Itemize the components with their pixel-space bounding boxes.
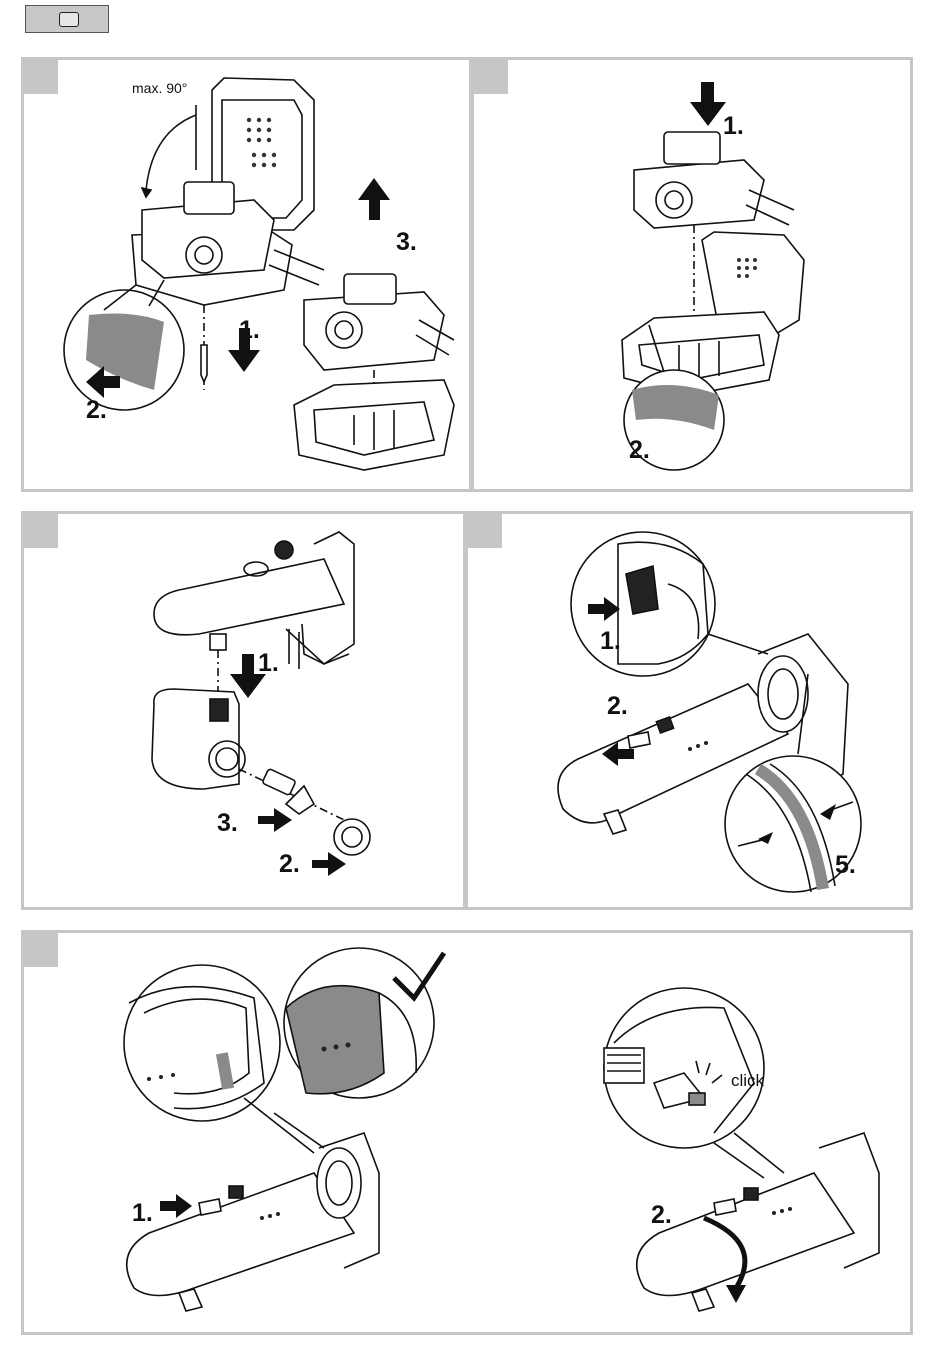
panel-step-4: 1. 2. 5. [465, 511, 913, 910]
panel-step-1: max. 90° 1. 2. 3. [21, 57, 472, 492]
step-1-label: 1. [258, 651, 279, 676]
step-3-label: 3. [217, 811, 238, 836]
illustration-open-lid [24, 60, 469, 489]
step-1-label: 1. [723, 114, 744, 139]
click-label: click [731, 1072, 764, 1089]
step-3-label: 3. [396, 230, 417, 255]
panel-step-5: 1. 2. click [21, 930, 913, 1335]
panel-step-3: 1. 3. 2. [21, 511, 466, 910]
illustration-check-seal [468, 514, 910, 907]
angle-arc [146, 115, 196, 190]
illustration-reinsert-pump [474, 60, 910, 489]
arrow-right-icon [258, 808, 292, 832]
angle-arrow-icon [142, 188, 151, 197]
step-5-label: 5. [835, 853, 856, 878]
step-2-label: 2. [629, 438, 650, 463]
step-1-label: 1. [600, 629, 621, 654]
screen-icon [59, 12, 79, 27]
arrow-right-icon [160, 1194, 192, 1218]
step-1-label: 1. [132, 1201, 153, 1226]
panel-step-2: 1. 2. [471, 57, 913, 492]
arrow-up-icon [358, 178, 390, 220]
step-2-label: 2. [279, 852, 300, 877]
header-icon-box [25, 5, 109, 33]
arrow-right-icon [312, 852, 346, 876]
step-2-label: 2. [86, 398, 107, 423]
illustration-remove-rotor [24, 514, 463, 907]
step-1-label: 1. [239, 318, 260, 343]
step-2-label: 2. [651, 1203, 672, 1228]
step-2-label: 2. [607, 694, 628, 719]
angle-label: max. 90° [132, 81, 187, 95]
illustration-reassemble [24, 933, 910, 1332]
arrow-down-icon [690, 82, 726, 126]
